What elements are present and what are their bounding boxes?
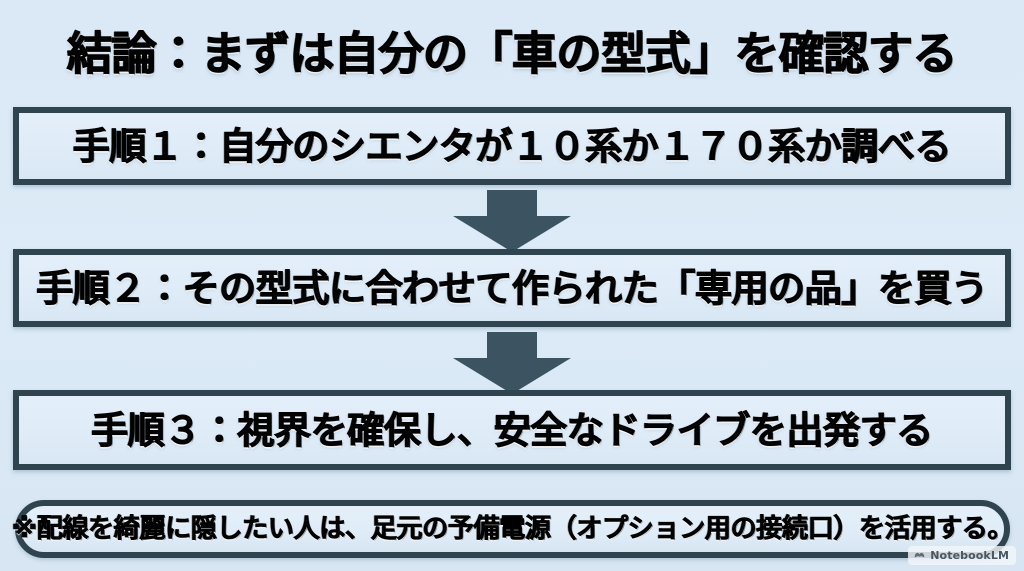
step-box-3: 手順３：視界を確保し、安全なドライブを出発する — [13, 390, 1011, 470]
step-1-label: 手順１：自分のシエンタが１０系か１７０系か調べる — [72, 124, 952, 168]
step-3-label: 手順３：視界を確保し、安全なドライブを出発する — [91, 408, 934, 452]
notebooklm-logo-icon — [913, 546, 926, 565]
diagram-title: 結論：まずは自分の「車の型式」を確認する — [0, 14, 1024, 92]
step-box-2: 手順２：その型式に合わせて作られた「専用の品」を買う — [13, 249, 1011, 327]
watermark: NotebookLM — [908, 546, 1016, 565]
diagram-title-text: 結論：まずは自分の「車の型式」を確認する — [66, 26, 958, 80]
footnote-text: ※配線を綺麗に隠したい人は、足元の予備電源（オプション用の接続口）を活用する。 — [11, 514, 1014, 544]
down-arrow-icon-1 — [453, 190, 571, 252]
down-arrow-icon-2 — [453, 332, 571, 394]
step-box-1: 手順１：自分のシエンタが１０系か１７０系か調べる — [13, 107, 1011, 185]
step-2-label: 手順２：その型式に合わせて作られた「専用の品」を買う — [36, 266, 989, 310]
watermark-label: NotebookLM — [930, 549, 1009, 562]
footnote-box: ※配線を綺麗に隠したい人は、足元の予備電源（オプション用の接続口）を活用する。 — [11, 500, 1014, 558]
